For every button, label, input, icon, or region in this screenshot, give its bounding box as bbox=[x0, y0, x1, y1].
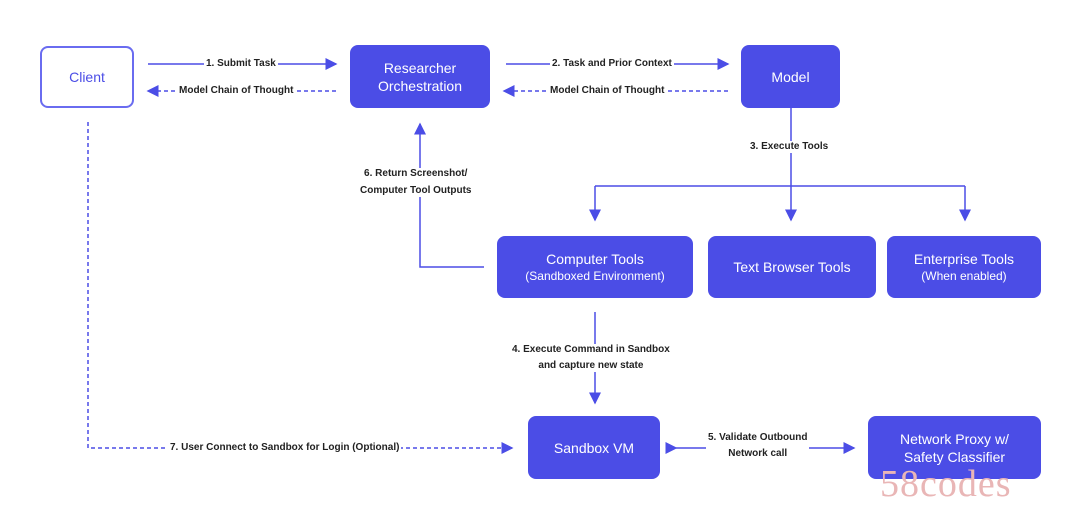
label-execute-command-line1: 4. Execute Command in Sandbox bbox=[512, 344, 670, 355]
label-task-context: 2. Task and Prior Context bbox=[550, 58, 674, 70]
label-user-connect: 7. User Connect to Sandbox for Login (Op… bbox=[168, 442, 402, 454]
label-validate-outbound: 5. Validate Outbound Network call bbox=[706, 432, 810, 460]
network-proxy-line2: Safety Classifier bbox=[903, 448, 1006, 465]
computer-tools-title: Computer Tools bbox=[546, 251, 644, 267]
label-execute-command-line2: and capture new state bbox=[538, 360, 644, 371]
label-execute-tools: 3. Execute Tools bbox=[748, 141, 831, 153]
sandbox-vm-node: Sandbox VM bbox=[528, 416, 660, 479]
edge-user-connect bbox=[87, 122, 514, 454]
enterprise-tools-title: Enterprise Tools bbox=[913, 251, 1015, 267]
label-return-screenshot-line1: 6. Return Screenshot/ bbox=[364, 168, 468, 179]
computer-tools-subtitle: (Sandboxed Environment) bbox=[525, 269, 665, 283]
client-node: Client bbox=[40, 46, 134, 108]
label-submit-task: 1. Submit Task bbox=[204, 58, 278, 70]
label-return-screenshot: 6. Return Screenshot/ Computer Tool Outp… bbox=[358, 168, 474, 197]
text-browser-label: Text Browser Tools bbox=[733, 259, 851, 275]
researcher-label-line2: Orchestration bbox=[377, 77, 463, 94]
label-chain-thought-2: Model Chain of Thought bbox=[548, 85, 667, 97]
client-label: Client bbox=[69, 69, 105, 85]
enterprise-tools-node: Enterprise Tools (When enabled) bbox=[887, 236, 1041, 298]
label-validate-outbound-line2: Network call bbox=[728, 448, 788, 459]
sandbox-vm-label: Sandbox VM bbox=[553, 439, 635, 456]
network-proxy-node: Network Proxy w/ Safety Classifier bbox=[868, 416, 1041, 479]
computer-tools-node: Computer Tools (Sandboxed Environment) bbox=[497, 236, 693, 298]
model-node: Model bbox=[741, 45, 840, 108]
enterprise-tools-subtitle: (When enabled) bbox=[921, 269, 1007, 283]
watermark: 58codes bbox=[880, 463, 1012, 505]
model-label: Model bbox=[771, 68, 810, 85]
label-execute-command: 4. Execute Command in Sandbox and captur… bbox=[510, 344, 672, 372]
text-browser-tools-node: Text Browser Tools bbox=[708, 236, 876, 298]
label-validate-outbound-line1: 5. Validate Outbound bbox=[708, 432, 808, 443]
researcher-label-line1: Researcher bbox=[383, 59, 457, 76]
network-proxy-line1: Network Proxy w/ bbox=[900, 430, 1009, 447]
label-chain-thought-1: Model Chain of Thought bbox=[177, 85, 296, 97]
label-return-screenshot-line2: Computer Tool Outputs bbox=[360, 185, 472, 196]
researcher-orchestration-node: Researcher Orchestration bbox=[350, 45, 490, 108]
